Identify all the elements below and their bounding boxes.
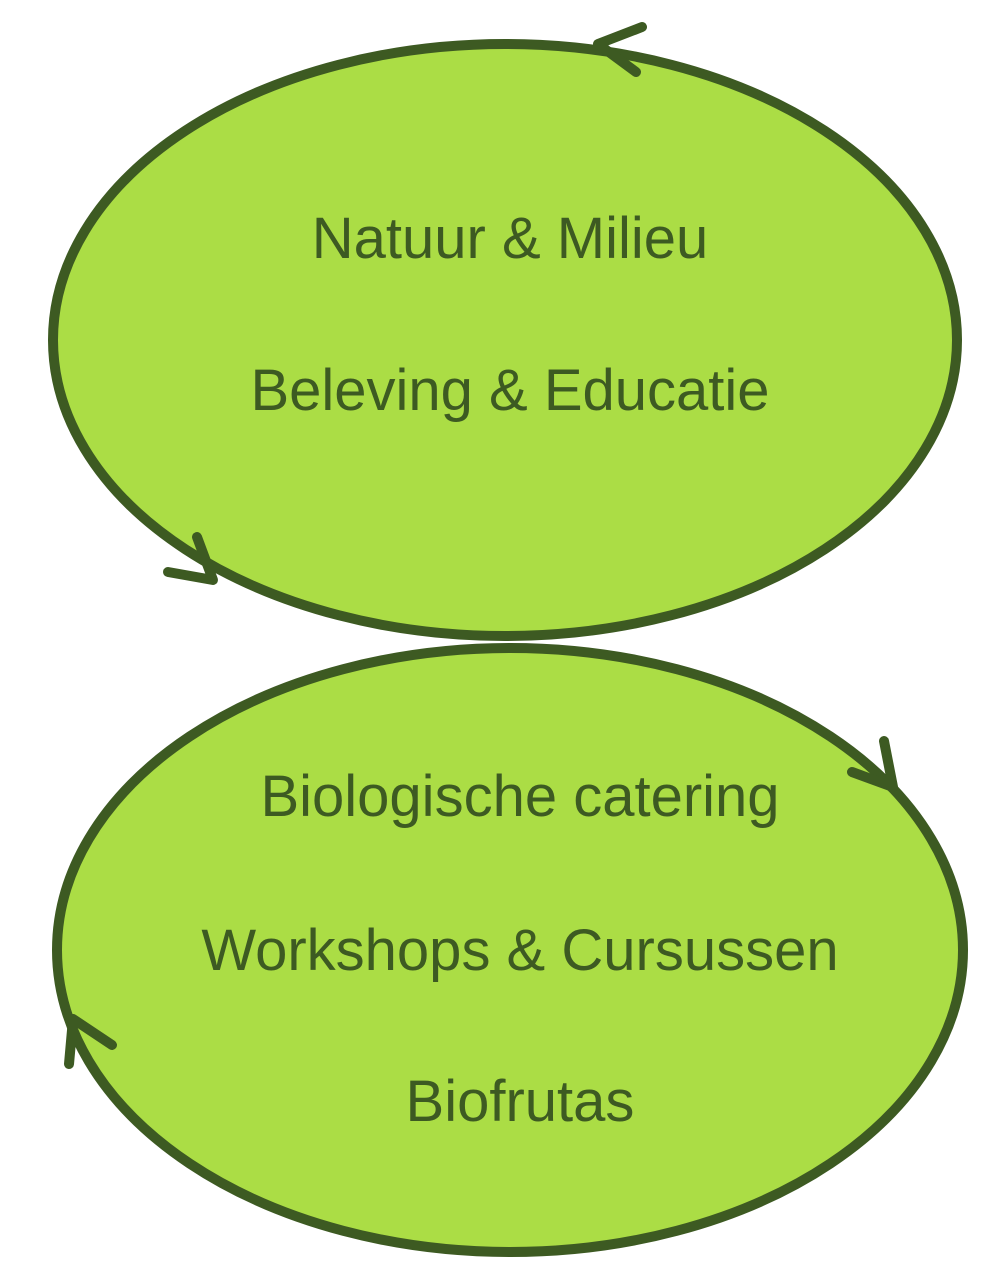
label-natuur-milieu: Natuur & Milieu — [312, 206, 708, 271]
bottom-ellipse — [52, 643, 968, 1257]
bottom-ellipse-arrow-left-icon — [64, 1014, 117, 1069]
top-ellipse — [48, 39, 962, 641]
top-ellipse-arrow-lower-left-icon — [163, 532, 218, 585]
top-ellipse-arrow-top-icon — [593, 22, 647, 77]
label-biologische-catering: Biologische catering — [260, 764, 779, 829]
bottom-ellipse-arrow-upper-right-icon — [847, 736, 898, 792]
label-biofrutas: Biofrutas — [406, 1069, 635, 1134]
label-workshops-cursussen: Workshops & Cursussen — [201, 918, 838, 983]
label-beleving-educatie: Beleving & Educatie — [250, 358, 769, 423]
